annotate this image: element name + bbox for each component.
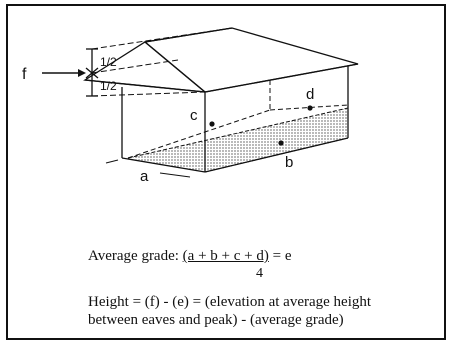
projection-line — [91, 59, 179, 74]
label-d: d — [306, 86, 314, 103]
label-a: a — [140, 168, 149, 185]
height-formula-line-2: between eaves and peak) - (average grade… — [88, 312, 344, 328]
height-formula-line-1: Height = (f) - (e) = (elevation at avera… — [88, 294, 372, 310]
grade-plane-edge — [127, 107, 349, 159]
projection-line — [91, 27, 233, 50]
label-f: f — [22, 66, 27, 83]
average-grade-numerator: (a + b + c + d) — [182, 248, 269, 264]
label-half-top: 1/2 — [100, 55, 117, 69]
roof-hip — [144, 41, 206, 93]
average-grade-suffix: = e — [268, 248, 292, 264]
hidden-edge — [127, 109, 271, 159]
grade-plane — [128, 108, 348, 172]
roof-eave — [84, 79, 206, 93]
ground-line — [105, 159, 119, 164]
average-grade-prefix: Average grade: — [88, 248, 183, 264]
label-b: b — [285, 154, 293, 171]
f-arrow-head — [78, 69, 86, 77]
label-half-bottom: 1/2 — [100, 79, 117, 93]
ground-line — [159, 172, 191, 178]
wall-edge — [204, 137, 349, 173]
point-b — [278, 140, 284, 146]
wall-edge — [121, 157, 206, 173]
average-grade-denominator: 4 — [256, 266, 263, 281]
average-grade-formula: Average grade: (a + b + c + d) = e — [88, 248, 291, 265]
point-c — [209, 121, 215, 127]
point-d — [307, 105, 313, 111]
roof-eave — [204, 63, 359, 93]
projection-line — [91, 91, 206, 97]
label-c: c — [190, 107, 198, 124]
dimension-cross — [85, 67, 99, 79]
hidden-edge — [269, 104, 349, 111]
